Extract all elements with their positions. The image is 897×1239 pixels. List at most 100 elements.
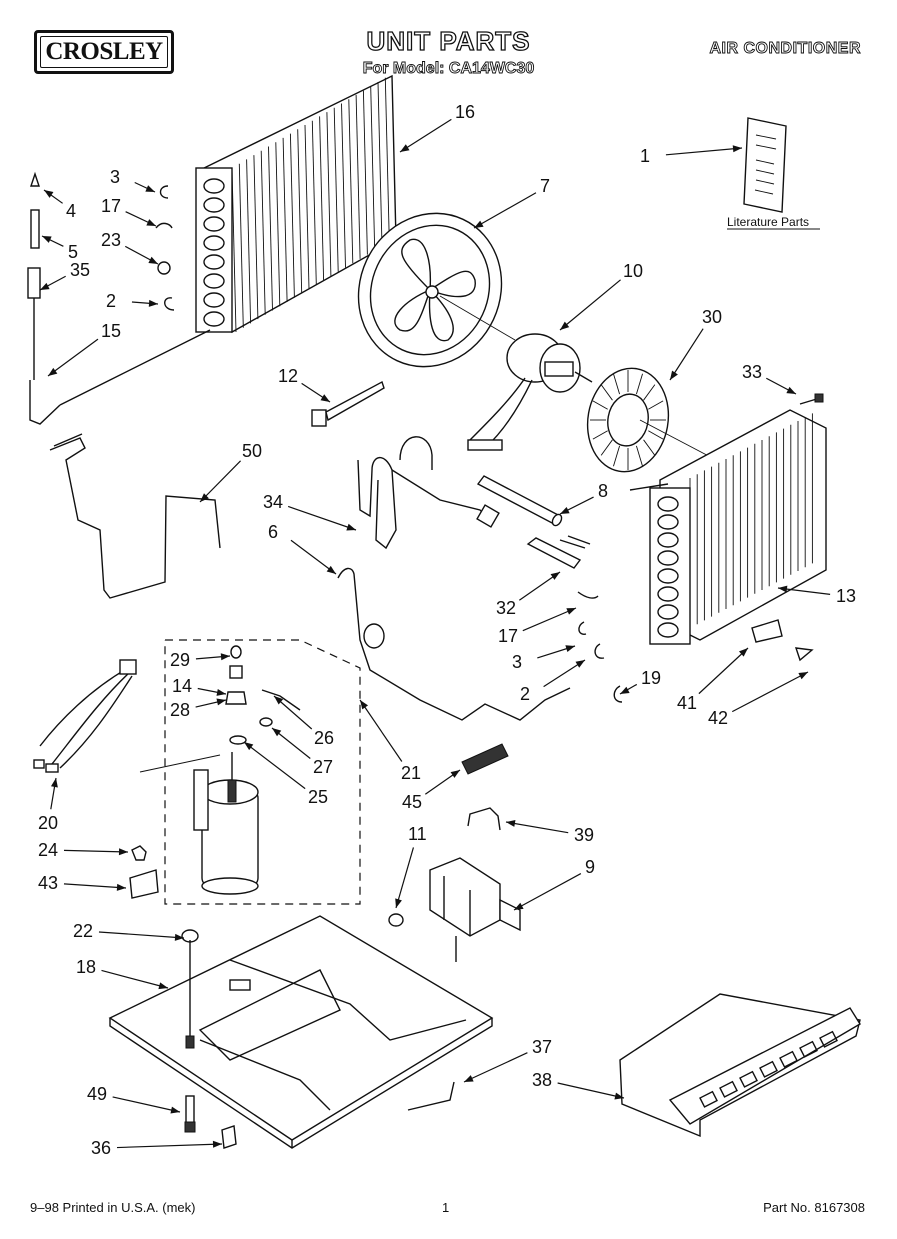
coil-clips-lower (577, 591, 623, 703)
part-number-callout: 17 (101, 196, 121, 216)
cable-tie (311, 380, 385, 427)
condenser-coil (195, 74, 397, 334)
leader-line (559, 279, 621, 331)
leader-arrowhead (620, 686, 630, 694)
leader-arrowhead (738, 648, 748, 657)
leader-arrowhead (220, 653, 230, 661)
part-number-callout: 38 (532, 1070, 552, 1090)
part-number-callout: 17 (498, 626, 518, 646)
leader-arrowhead (216, 688, 226, 696)
compressor (193, 752, 259, 895)
part-number-callout: 15 (101, 321, 121, 341)
leader-line (359, 699, 403, 762)
nut-11 (388, 913, 404, 927)
footer-page-number: 1 (442, 1200, 450, 1215)
leader-line (47, 338, 99, 377)
leader-arrowhead (212, 1140, 222, 1148)
part-number-callout: 23 (101, 230, 121, 250)
part-number-callout: 28 (170, 700, 190, 720)
leader-arrowhead (200, 493, 209, 502)
capillary-tube (337, 567, 571, 721)
part-number-callout: 29 (170, 650, 190, 670)
footer-part-number: Part No. 8167308 (763, 1200, 865, 1215)
part-number-callout: 3 (512, 652, 522, 672)
compressor-group-outline (139, 639, 361, 905)
part-number-callout: 19 (641, 668, 661, 688)
part-number-callout: 50 (242, 441, 262, 461)
drain-clip-36 (221, 1125, 237, 1149)
leader-arrowhead (48, 367, 58, 376)
leader-line (63, 849, 129, 853)
capillary-assembly (27, 171, 211, 425)
leader-arrowhead (158, 982, 168, 990)
leader-line (522, 607, 577, 632)
part-number-callout: 2 (106, 291, 116, 311)
leader-arrowhead (272, 728, 282, 737)
leader-arrowhead (146, 219, 156, 226)
leader-arrowhead (346, 523, 356, 531)
drain-strap-37 (407, 1081, 455, 1111)
leader-arrowhead (732, 145, 742, 153)
leader-line (101, 969, 169, 989)
insulation-tube (476, 475, 563, 527)
part-number-callout: 18 (76, 957, 96, 977)
part-number-callout: 41 (677, 693, 697, 713)
leader-arrowhead (560, 506, 570, 514)
leader-line (199, 460, 242, 503)
leader-arrowhead (170, 1106, 180, 1114)
part-number-callout: 12 (278, 366, 298, 386)
part-number-callout: 5 (68, 242, 78, 262)
leader-arrowhead (148, 299, 158, 307)
part-number-callout: 16 (455, 102, 475, 122)
part-number-callout: 10 (623, 261, 643, 281)
brand-logo: CROSLEY (34, 30, 174, 74)
part-number-callout: 11 (408, 824, 427, 844)
part-number-callout: 27 (313, 757, 333, 777)
part-number-callout: 2 (520, 684, 530, 704)
part-number-callout: 22 (73, 921, 93, 941)
part-number-callout: 14 (172, 676, 192, 696)
footer-print-info: 9–98 Printed in U.S.A. (mek) (30, 1200, 196, 1215)
part-number-callout: 39 (574, 825, 594, 845)
brand-name: CROSLEY (45, 38, 163, 65)
leader-arrowhead (50, 778, 58, 788)
leader-arrowhead (118, 848, 128, 856)
model-subtitle: For Model: CA14WC30 (362, 60, 535, 78)
leader-arrowhead (450, 770, 460, 778)
literature-label: Literature Parts (727, 215, 809, 229)
leader-line (669, 328, 704, 381)
blower-wheel (586, 367, 721, 473)
leader-line (287, 505, 357, 531)
part-number-callout: 3 (110, 167, 120, 187)
leader-arrowhead (550, 572, 560, 580)
part-number-callout: 35 (70, 260, 90, 280)
leader-arrowhead (464, 1075, 474, 1082)
compressor-hardware (225, 645, 301, 745)
part-number-callout: 7 (540, 176, 550, 196)
leader-arrowhead (42, 236, 52, 243)
literature-booklet (743, 117, 787, 213)
suction-tube-assembly (357, 436, 500, 550)
leader-arrowhead (145, 185, 155, 192)
leader-arrowhead (614, 1092, 624, 1100)
leader-arrowhead (40, 282, 50, 290)
leader-arrowhead (560, 321, 570, 330)
part-number-callout: 21 (401, 763, 421, 783)
leader-line (505, 821, 569, 834)
leader-line (513, 873, 582, 911)
tube-connector (526, 535, 591, 569)
leader-arrowhead (786, 386, 796, 394)
leader-line (731, 671, 809, 713)
grommet-24 (131, 845, 147, 861)
leader-arrowhead (326, 565, 336, 574)
part-number-callout: 42 (708, 708, 728, 728)
leader-arrowhead (320, 394, 330, 402)
leader-line (112, 1096, 181, 1113)
leader-arrowhead (216, 698, 226, 706)
part-number-callout: 33 (742, 362, 762, 382)
leader-line (395, 847, 415, 909)
leader-line (399, 118, 452, 153)
leader-arrowhead (778, 585, 788, 593)
control-bracket (429, 857, 521, 962)
page-title: UNIT PARTS (366, 25, 531, 56)
